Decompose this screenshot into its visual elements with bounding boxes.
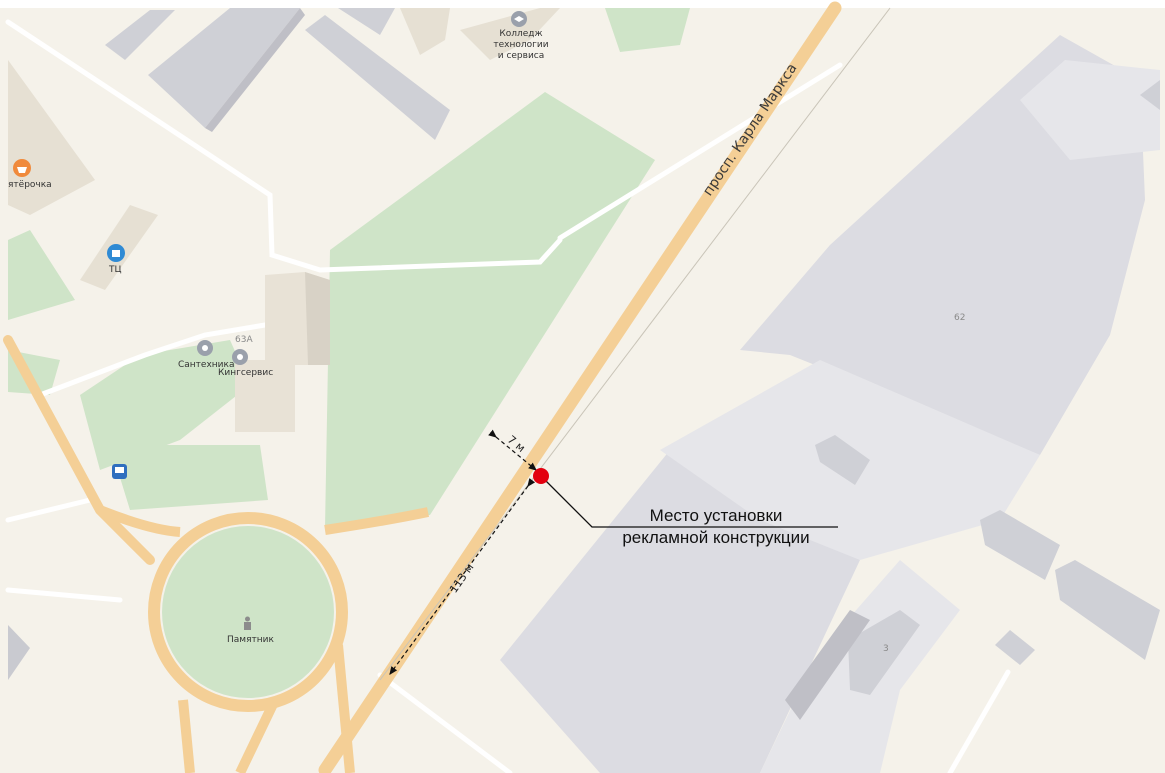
poi-college-line1: Колледж	[499, 29, 543, 39]
park-top	[605, 8, 690, 52]
poi-santehnika[interactable]: Сантехника	[178, 360, 235, 370]
poi-kingservis[interactable]: Кингсервис	[218, 368, 274, 378]
park-edge-left	[8, 230, 75, 320]
page-border-top	[0, 0, 1165, 8]
distance-short-line	[488, 429, 537, 471]
park-roundabout	[162, 526, 334, 698]
shopping-bag-icon[interactable]	[107, 244, 125, 262]
house-number-62: 62	[954, 313, 966, 323]
house-number-63a: 63А	[235, 335, 253, 345]
poi-mall[interactable]: ТЦ	[109, 265, 122, 275]
college-icon[interactable]	[511, 11, 527, 27]
installation-site-callout: Место установки рекламной конструкции	[600, 505, 832, 549]
minor-roads	[5, 19, 1011, 773]
park-lower-left	[110, 445, 268, 510]
shopping-basket-icon[interactable]	[13, 159, 31, 177]
installation-site-marker[interactable]	[533, 468, 549, 484]
poi-college-line3: и сервиса	[497, 51, 545, 61]
house-number-3: 3	[883, 644, 889, 654]
callout-leader	[540, 475, 838, 528]
poi-monument[interactable]: Памятник	[227, 635, 274, 645]
service-icon-santehnika[interactable]	[197, 340, 213, 356]
buildings-top	[8, 8, 560, 680]
poi-college-line2: технологии	[493, 40, 549, 50]
bus-stop-icon[interactable]	[112, 464, 127, 479]
callout-line2: рекламной конструкции	[622, 528, 810, 547]
park-left	[80, 340, 250, 470]
monument-icon[interactable]	[244, 616, 251, 631]
distance-long-line	[389, 478, 536, 675]
buildings-industrial	[500, 35, 1160, 773]
poi-store[interactable]: ятёрочка	[8, 180, 52, 190]
poi-college[interactable]: Колледж технологии и сервиса	[493, 29, 549, 62]
callout-line1: Место установки	[649, 506, 783, 525]
service-icon-kingservis[interactable]	[232, 349, 248, 365]
park-central	[325, 92, 655, 528]
